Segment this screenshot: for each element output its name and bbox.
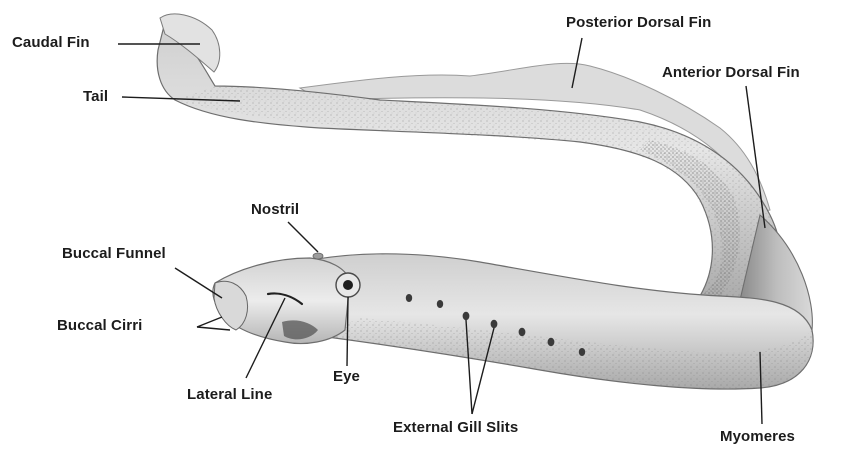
myomeres-label: Myomeres — [720, 428, 795, 445]
gill-slit — [579, 348, 585, 356]
gill-slit — [463, 312, 470, 320]
nostril-label: Nostril — [251, 201, 299, 218]
gill-slit — [406, 294, 412, 302]
gill-slit — [519, 328, 526, 336]
buccal-cirri-leader-upper — [197, 317, 222, 327]
nostril-leader — [288, 222, 318, 252]
buccal-funnel-label: Buccal Funnel — [62, 245, 166, 262]
tail-label: Tail — [83, 88, 108, 105]
caudal-fin-label: Caudal Fin — [12, 34, 90, 51]
external-gill-slits-label: External Gill Slits — [393, 419, 518, 436]
posterior-dorsal-fin-label: Posterior Dorsal Fin — [566, 14, 711, 31]
anterior-dorsal-fin-label: Anterior Dorsal Fin — [662, 64, 800, 81]
gill-slit — [437, 300, 443, 308]
buccal-cirri-leader-lower — [197, 327, 230, 330]
nostril-mark — [313, 253, 323, 259]
eye-leader — [347, 297, 348, 366]
gill-slit — [491, 320, 498, 328]
lateral-line-label: Lateral Line — [187, 386, 272, 403]
eye-label: Eye — [333, 368, 360, 385]
buccal-cirri-label: Buccal Cirri — [57, 317, 142, 334]
eye-pupil — [343, 280, 353, 290]
gill-slit — [548, 338, 555, 346]
